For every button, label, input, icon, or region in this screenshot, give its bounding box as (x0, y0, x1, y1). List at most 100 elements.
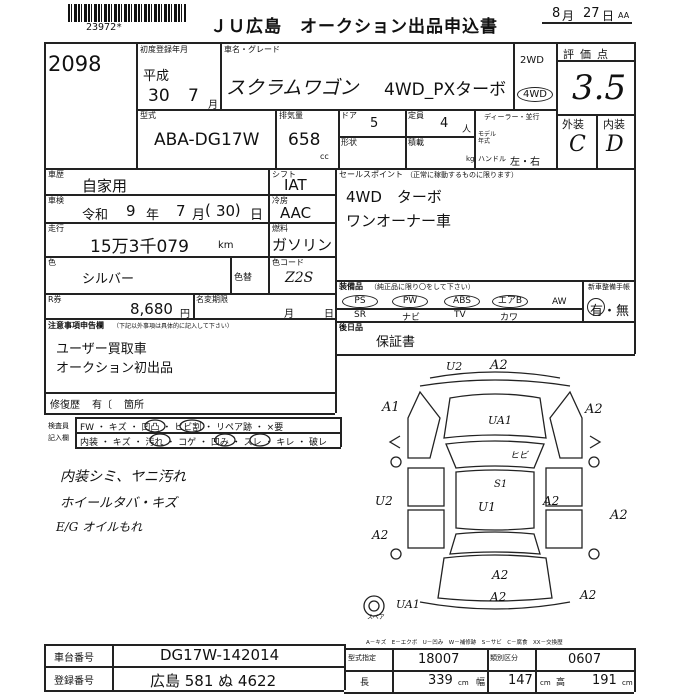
transfer-month-unit: 月 (284, 309, 294, 320)
shift-value: IAT (284, 176, 307, 194)
damage-legend: A－キズ E－エクボ U－凹み W－補修跡 S－サビ C－腐食 XX－交換歴 (366, 640, 563, 646)
model-value: ABA-DG17W (154, 130, 260, 150)
equip-aw: AW (552, 297, 567, 307)
interior-label: 内装 (603, 118, 625, 131)
accessories-bottom (335, 354, 635, 356)
inspector-label-2: 記入欄 (48, 434, 69, 442)
category-value: 0607 (568, 652, 602, 667)
equip-airbag: エアB (492, 295, 528, 308)
inspection-month: 7 (176, 202, 186, 220)
divider-dealer (474, 109, 476, 168)
row-usage (44, 194, 335, 196)
plate-value: 広島 581 ぬ 4622 (150, 672, 277, 690)
chassis-value: DG17W-142014 (160, 646, 280, 664)
manual-yes-circle (587, 298, 605, 316)
mark-a2-top: A2 (490, 358, 508, 373)
accessories-label: 後日品 (339, 323, 363, 332)
plate-label: 登録番号 (54, 676, 94, 687)
transfer-day-unit: 日 (324, 309, 334, 320)
frame-top (44, 42, 635, 44)
chassis-label: 車台番号 (54, 653, 94, 664)
right-frame (634, 168, 636, 354)
category-label: 類別区分 (490, 654, 518, 662)
sales-line-2: ワンオーナー車 (346, 212, 452, 230)
registration-year: 30 (148, 86, 170, 106)
notes-label: 注意事項申告欄 (48, 321, 104, 330)
bottom-bot (44, 690, 344, 692)
divider-disp (275, 109, 277, 168)
equip-top (335, 280, 635, 282)
spare-label: スペア (367, 614, 385, 621)
usage-value: 自家用 (82, 177, 128, 195)
inspector-label-1: 検査員 (48, 422, 69, 430)
eval-divider-3 (596, 114, 598, 168)
dealer-label: ディーラー・並行 (484, 113, 540, 121)
stats-div-1 (392, 648, 394, 692)
displacement-label: 排気量 (279, 111, 303, 120)
manual-label: 新車整備手帳 (588, 283, 630, 291)
length-value: 339 (428, 673, 453, 688)
handle-value: 左・右 (510, 157, 540, 168)
notes-sublabel: （下記以外事項は具体的に記入して下さい） (113, 323, 233, 330)
equip-pw: PW (392, 295, 428, 308)
stats-mid (344, 670, 634, 672)
inspection-year-unit: 年 (146, 208, 160, 223)
repair-value: 有〔 (92, 400, 112, 411)
doors-value: 5 (370, 116, 379, 131)
color-code: Z2S (285, 270, 314, 286)
drive-4wd: 4WD (517, 87, 553, 102)
mileage-value: 15万3千079 (90, 237, 189, 257)
length-unit: cm (458, 679, 469, 687)
mark-a2-rear-right: A2 (580, 588, 597, 602)
handwritten-note-3: E/G オイルもれ (56, 520, 143, 534)
row-repair (44, 392, 335, 394)
width-unit: cm (540, 679, 551, 687)
mark-s1-roof: S1 (494, 479, 508, 490)
displacement-value: 658 (288, 130, 321, 150)
mark-a2-bumper: A2 (490, 590, 507, 604)
vehicle-name-label: 車名・グレード (224, 45, 280, 54)
stats-div-2 (487, 648, 489, 692)
inspection-day-bracket: ( ) (205, 201, 241, 219)
repair-label: 修復歴 (50, 400, 80, 411)
mark-u2-left: U2 (375, 494, 393, 508)
model-year-label: モデル年式 (478, 131, 497, 145)
inspection-day-unit: 日 (250, 208, 264, 223)
divider-recycle (193, 293, 195, 318)
frame-left (44, 42, 46, 331)
divider-colorchange (230, 256, 232, 293)
bottom-right (344, 644, 346, 690)
mark-u2-top: U2 (446, 360, 463, 373)
stats-right (634, 648, 636, 692)
inspector-mid (75, 432, 341, 434)
bottom-top (44, 644, 344, 646)
equipment-sublabel: （純正品に限り〇をして下さい） (370, 283, 475, 291)
mark-ua1-bumper: UA1 (396, 598, 420, 611)
equip-abs: ABS (444, 295, 480, 308)
interior-grade: D (606, 132, 624, 157)
repair-unit: 箇所 (124, 400, 144, 411)
row-divider-shape (338, 136, 474, 138)
divider-lot (136, 42, 138, 168)
mark-ua1-hood: UA1 (488, 414, 512, 427)
eval-divider-1 (556, 60, 635, 62)
model-label: 型式 (140, 111, 156, 120)
divider-mid (268, 168, 270, 293)
inspection-day: 30 (216, 202, 236, 220)
length-label: 長 (360, 678, 370, 688)
equipment-label: 装備品 (339, 282, 363, 291)
mark-a2-rear: A2 (492, 568, 509, 582)
handwritten-note-2: ホイールタバ・キズ (60, 496, 178, 511)
aircon-value: AAC (280, 204, 312, 222)
divider-sales (335, 168, 337, 293)
handle-label: ハンドル (478, 155, 506, 163)
equip-sr: SR (354, 310, 366, 320)
registration-label: 初度登録年月 (140, 45, 188, 54)
mark-a2-right-door: A2 (543, 494, 560, 508)
width-value: 147 (508, 673, 533, 688)
form-title: ＪＵ広島 オークション出品申込書 (210, 17, 498, 37)
load-label: 積載 (408, 138, 424, 147)
mark-a1-left: A1 (382, 400, 400, 415)
inspector-row-2: 内装 ・ キズ ・ 汚れ ・ コゲ ・ 凹み ・ スレ ・ キレ ・ 破レ (80, 438, 328, 448)
equip-tv: TV (454, 310, 466, 320)
